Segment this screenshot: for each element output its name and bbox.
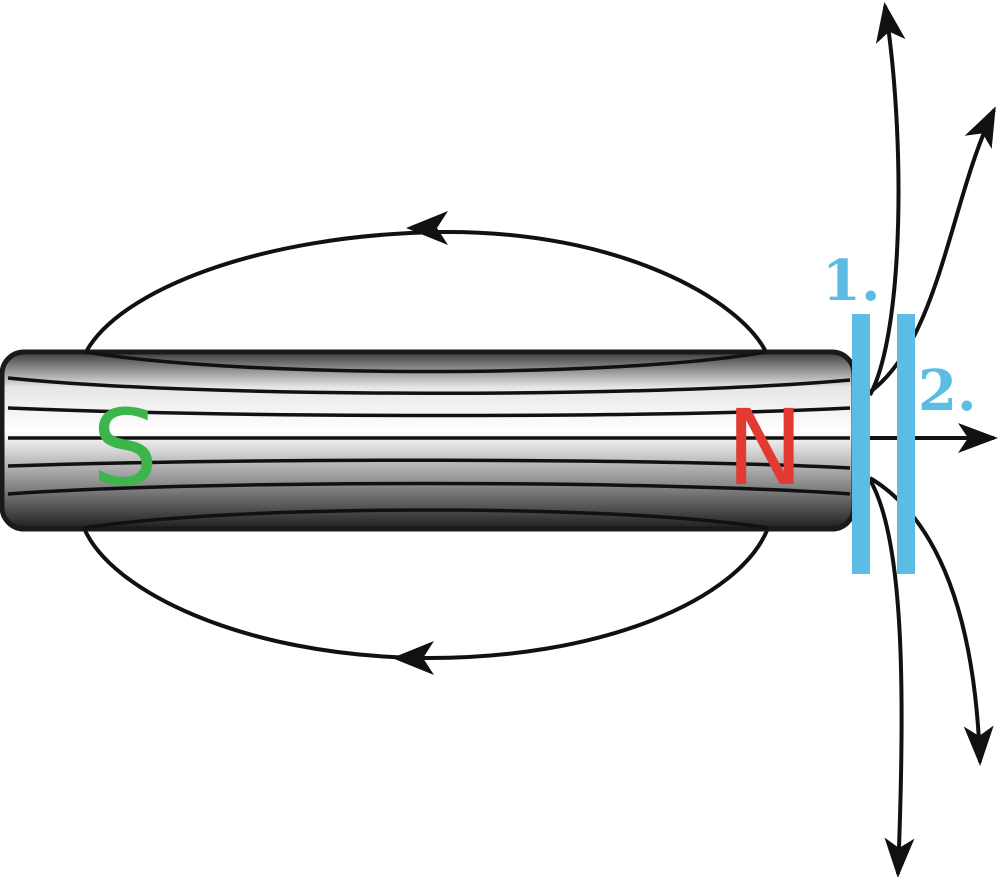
field-loop-bottom [82, 527, 770, 661]
plate-2-label: 2. [918, 358, 976, 424]
field-loop-top [84, 229, 768, 353]
field-line-up-inner [868, 106, 996, 394]
field-line-up-outer [868, 2, 906, 396]
south-pole-label: S [92, 387, 158, 509]
plate-1-label: 1. [822, 248, 880, 314]
north-pole-label: N [726, 387, 804, 509]
field-loop-bottom-arrow-icon [392, 641, 434, 675]
plate-1 [852, 314, 870, 574]
field-line-down-outer [868, 478, 915, 877]
magnet-internal-field-lines [7, 350, 851, 530]
plate-2 [897, 314, 915, 574]
field-loop-top-arrow-icon [406, 211, 448, 245]
field-line-down-inner [868, 476, 994, 766]
